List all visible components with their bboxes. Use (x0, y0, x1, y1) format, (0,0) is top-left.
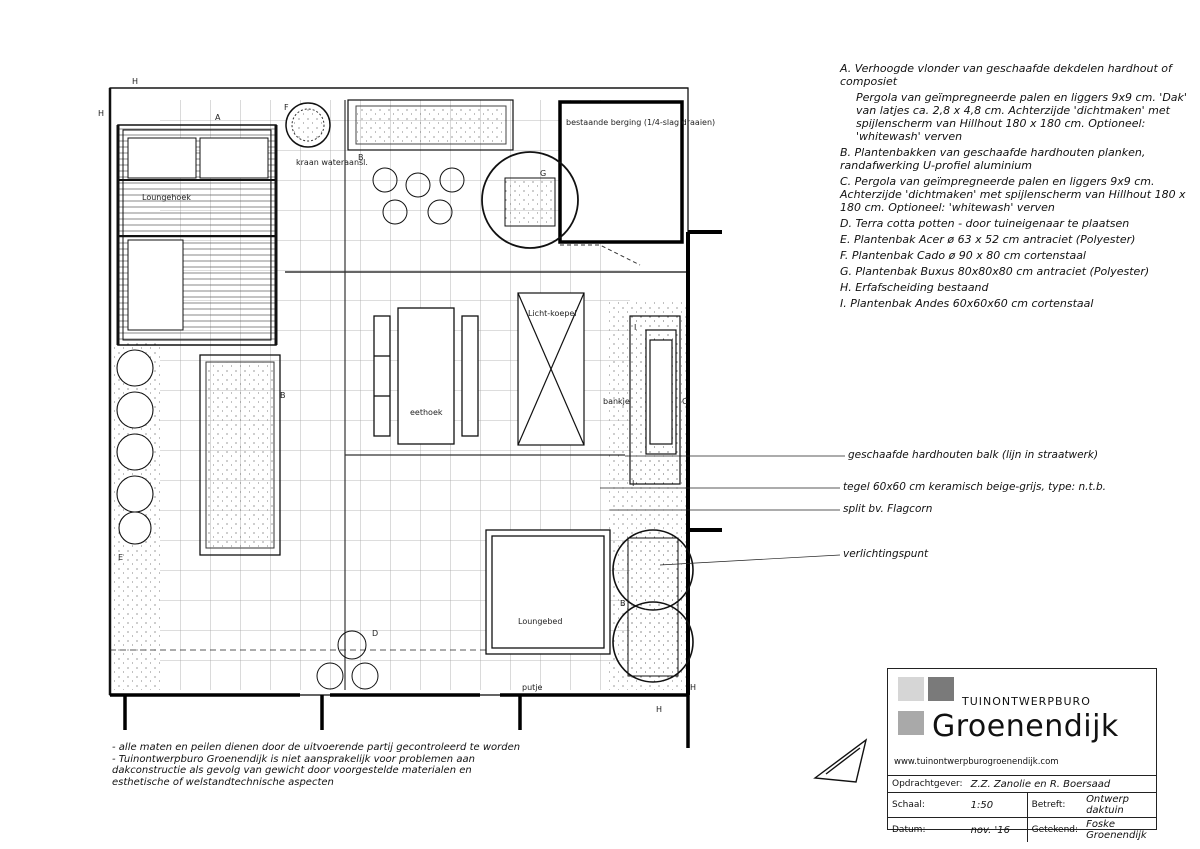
scale-label: Schaal: (888, 792, 967, 818)
label-lounge-corner: Loungehoek (142, 193, 191, 202)
label-B-right: B (620, 599, 626, 608)
label-B-top: B (358, 153, 364, 162)
date-label: Datum: (888, 817, 967, 842)
roof-edge-bottom (110, 693, 690, 748)
legend: A. Verhoogde vlonder van geschaafde dekd… (840, 62, 1190, 313)
title-block: TUINONTWERPBURO Groenendijk www.tuinontw… (887, 668, 1157, 842)
legend-item-E: E. Plantenbak Acer ø 63 x 52 cm antracie… (840, 233, 1136, 246)
label-A: A (215, 113, 221, 122)
brand-top: TUINONTWERPBURO (962, 695, 1091, 708)
date-value: nov. '16 (966, 817, 1028, 842)
label-B-left: B (280, 391, 286, 400)
logo-square-2 (928, 677, 954, 701)
drawn-value: Foske Groenendijk (1082, 817, 1156, 842)
planter-B-top (347, 99, 514, 151)
skylight (517, 292, 585, 446)
callout-split: split bv. Flagcorn (843, 503, 933, 515)
brand-url: www.tuinontwerpburogroenendijk.com (894, 757, 1059, 767)
title-block-table: Opdrachtgever: Z.Z. Zanolie en R. Boersa… (888, 775, 1156, 842)
lounge-deck-A (116, 124, 278, 346)
callout-light: verlichtingspunt (843, 548, 929, 560)
legend-item-A: A. Verhoogde vlonder van geschaafde dekd… (840, 62, 1172, 88)
label-dining-corner: eethoek (410, 408, 443, 417)
client-value: Z.Z. Zanolie en R. Boersaad (966, 775, 1156, 793)
label-D: D (372, 629, 378, 638)
label-drain: putje (522, 683, 543, 692)
legend-item-G: G. Plantenbak Buxus 80x80x80 cm antracie… (840, 265, 1150, 278)
dining-set (373, 307, 479, 445)
callout-leaders (600, 455, 845, 566)
planters-E-acer (116, 349, 154, 545)
client-label: Opdrachtgever: (888, 775, 967, 793)
planter-F-cado (285, 102, 331, 148)
logo-square-1 (898, 677, 924, 701)
callout-tile: tegel 60x60 cm keramisch beige-grijs, ty… (843, 481, 1106, 493)
disclaimer-notes: - alle maten en peilen dienen door de ui… (112, 742, 532, 788)
subject-value: Ontwerp daktuin (1082, 792, 1156, 818)
terra-cotta-pots-bottom (316, 630, 379, 690)
label-H-top: H (132, 77, 138, 86)
legend-item-F: F. Plantenbak Cado ø 90 x 80 cm cortenst… (840, 249, 1086, 262)
label-I-bottom: I (632, 479, 634, 488)
lounge-bed (485, 529, 611, 655)
label-E: E (118, 553, 123, 562)
label-H-right: H (690, 683, 696, 692)
legend-item-C: C. Pergola van geïmpregneerde palen en l… (840, 175, 1186, 214)
label-I-top: I (634, 323, 636, 332)
boundary-H-right (686, 230, 722, 695)
logo-square-3 (898, 711, 924, 735)
legend-item-H: H. Erfafscheiding bestaand (840, 281, 989, 294)
label-skylight: Licht-koepel (528, 309, 577, 318)
legend-item-B: B. Plantenbakken van geschaafde hardhout… (840, 146, 1146, 172)
label-F: F (284, 103, 289, 112)
planter-B-left (199, 354, 281, 556)
label-H-bottom: H (656, 705, 662, 714)
label-lounge-bed: Loungebed (518, 617, 562, 626)
label-bench: bankje (603, 397, 630, 406)
planter-G-buxus (481, 151, 579, 249)
note-2: - Tuinontwerpburo Groenendijk is niet aa… (112, 753, 475, 788)
label-C: C (682, 397, 688, 406)
pergola-C-bench (629, 315, 681, 485)
label-H-left: H (98, 109, 104, 118)
terra-cotta-pots-top (372, 167, 465, 225)
note-1: - alle maten en peilen dienen door de ui… (112, 742, 521, 753)
callout-beam: geschaafde hardhouten balk (lijn in stra… (848, 449, 1099, 461)
drawn-label: Getekend: (1026, 817, 1083, 842)
label-storage: bestaande berging (1/4-slag draaien) (566, 118, 715, 127)
label-water-tap: kraan wateraansl. (296, 158, 368, 167)
label-G: G (540, 169, 546, 178)
north-arrow (813, 738, 868, 783)
subject-label: Betreft: (1026, 792, 1083, 818)
legend-item-D: D. Terra cotta potten - door tuineigenaa… (840, 217, 1130, 230)
legend-item-A-pergola: Pergola van geïmpregneerde palen en ligg… (856, 91, 1187, 143)
legend-item-I: I. Plantenbak Andes 60x60x60 cm cortenst… (840, 297, 1094, 310)
scale-value: 1:50 (966, 792, 1028, 818)
planter-B-right (612, 529, 694, 683)
existing-storage (558, 100, 684, 244)
brand-name: Groenendijk (932, 709, 1119, 744)
